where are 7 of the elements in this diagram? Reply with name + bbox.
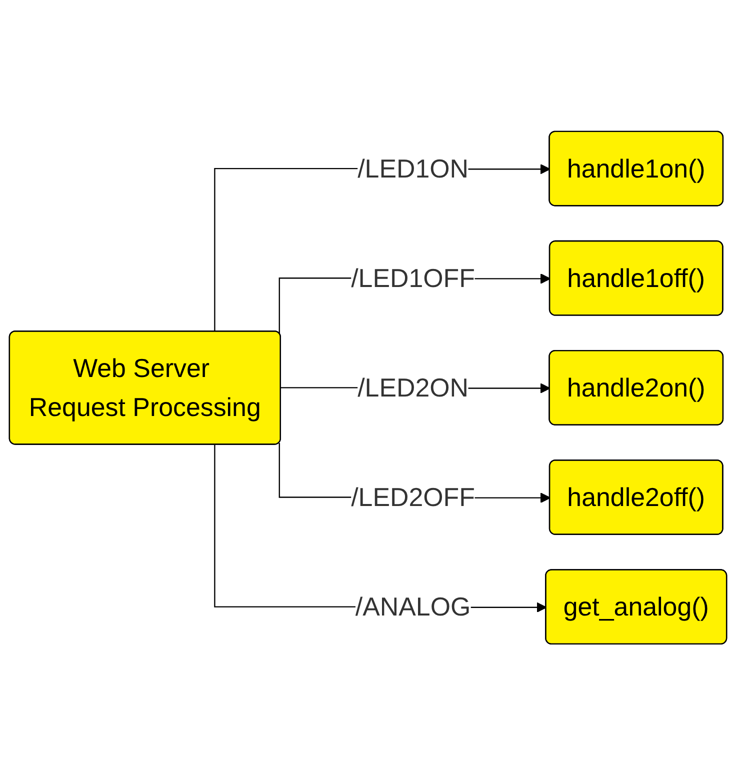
- edge-label: /LED1OFF: [351, 263, 475, 293]
- arrow: [214, 164, 550, 332]
- edge-label: /LED1ON: [358, 154, 469, 184]
- edge-label: /LED2ON: [358, 372, 469, 402]
- edge-label: /ANALOG: [355, 592, 471, 622]
- edge-label: /LED2OFF: [351, 482, 475, 512]
- arrow: [214, 444, 547, 612]
